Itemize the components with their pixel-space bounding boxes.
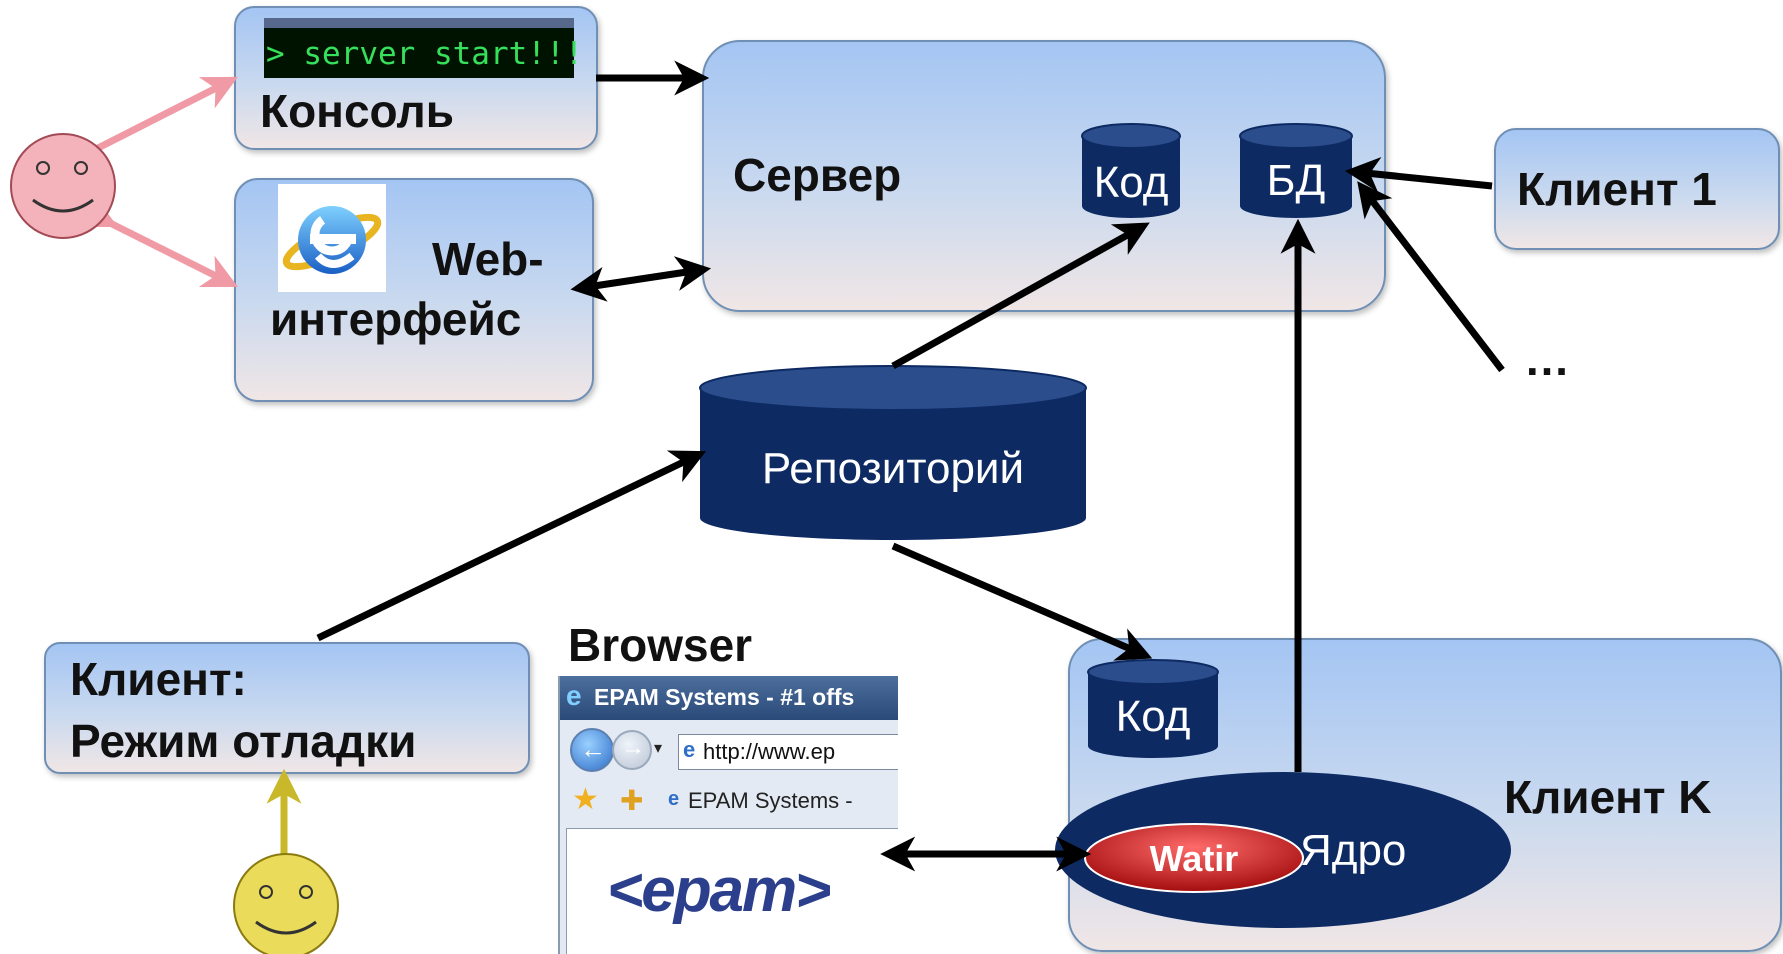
debug-client-label-line1: Клиент: xyxy=(70,653,247,705)
browser-address-bar[interactable]: e http://www.ep xyxy=(678,734,898,770)
internet-explorer-icon xyxy=(278,184,386,292)
clients-ellipsis: … xyxy=(1524,333,1570,385)
clientK-label: Клиент K xyxy=(1504,771,1712,823)
browser-titlebar: e EPAM Systems - #1 offs xyxy=(560,676,898,720)
page-icon: e xyxy=(683,737,696,762)
pink-arrow-to-console xyxy=(96,76,238,152)
arrow-debug-client-to-repository xyxy=(316,450,707,642)
server-code-db-cylinder xyxy=(1081,123,1181,218)
arrow-repository-to-clientK-code xyxy=(891,542,1153,661)
console-command: > server start!!! xyxy=(266,36,584,72)
browser-tab-title: EPAM Systems - xyxy=(688,788,853,813)
browser-address-text: http://www.ep xyxy=(703,739,836,764)
yellow-smiley-user-icon xyxy=(233,853,339,954)
repository-label: Репозиторий xyxy=(761,444,1025,493)
tab-page-icon: e xyxy=(668,788,680,810)
web-label-line1: Web- xyxy=(432,233,544,285)
history-dropdown-icon[interactable]: ▾ xyxy=(654,740,663,757)
arrow-web-server-bidirectional xyxy=(570,256,712,302)
server-data-db-label: БД xyxy=(1266,156,1326,205)
browser-window[interactable]: e EPAM Systems - #1 offs ← → ▾ e http://… xyxy=(558,676,898,954)
server-code-db-label: Код xyxy=(1093,158,1169,207)
console-label: Консоль xyxy=(260,85,454,137)
browser-back-button[interactable]: ← xyxy=(570,728,614,772)
favorites-star-icon[interactable]: ★ xyxy=(572,783,599,816)
server-data-db-cylinder xyxy=(1239,123,1353,218)
pink-smiley-user-icon xyxy=(10,133,116,239)
web-label-line2: интерфейс xyxy=(270,293,522,345)
browser-title-icon: e xyxy=(566,680,582,711)
repository-cylinder xyxy=(699,365,1087,540)
watir-label: Watir xyxy=(1149,838,1239,879)
debug-client-label-line2: Режим отладки xyxy=(70,715,417,767)
browser-tab[interactable]: e EPAM Systems - xyxy=(668,786,898,820)
arrow-client1-to-db xyxy=(1344,157,1493,192)
add-favorite-icon[interactable]: ✚ xyxy=(620,785,644,816)
debug-client-box[interactable] xyxy=(44,642,530,774)
browser-heading: Browser xyxy=(568,619,753,671)
clientK-code-db-label: Код xyxy=(1115,692,1191,741)
console-terminal: > server start!!! xyxy=(264,18,583,78)
clientK-code-db-cylinder xyxy=(1087,659,1219,758)
client1-label: Клиент 1 xyxy=(1517,163,1717,215)
browser-forward-button[interactable]: → xyxy=(612,730,652,770)
pink-arrow-to-web xyxy=(78,195,239,288)
browser-content: <epam> xyxy=(566,828,898,954)
client1-box[interactable] xyxy=(1494,128,1780,250)
browser-window-title: EPAM Systems - #1 offs xyxy=(594,684,855,710)
back-arrow-icon: ← xyxy=(580,734,606,764)
arrow-other-clients-to-db xyxy=(1357,181,1505,373)
forward-arrow-icon: → xyxy=(621,734,645,761)
arrow-repository-to-server-code xyxy=(891,222,1150,370)
epam-logo: <epam> xyxy=(607,856,831,925)
core-label: Ядро xyxy=(1300,826,1407,875)
server-label: Сервер xyxy=(733,149,902,201)
